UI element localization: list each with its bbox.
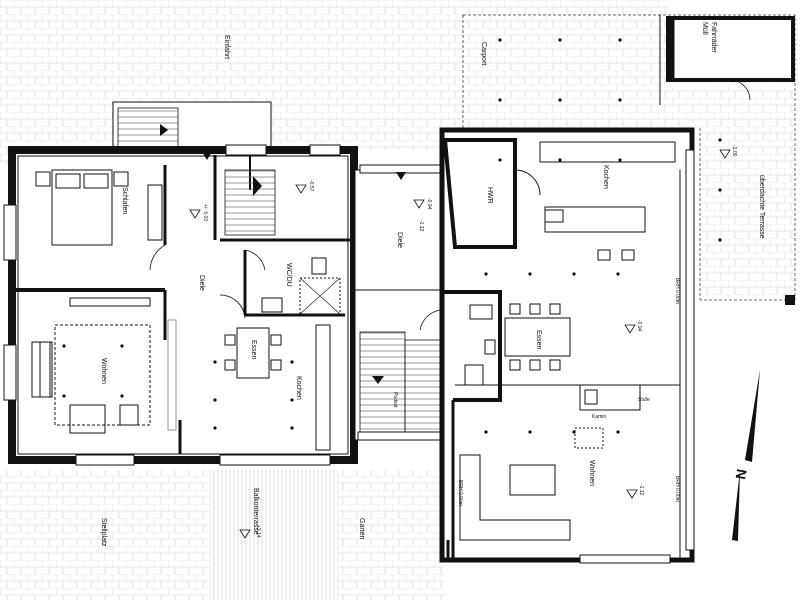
- room-label-diele-left: Diele: [198, 275, 205, 291]
- room-label-stufe: Stufe: [638, 397, 650, 403]
- ceiling-lights: [62, 38, 722, 434]
- label-garten: Garten: [358, 518, 365, 540]
- living-room-furniture: [31, 297, 177, 434]
- label-carport: Carport: [480, 42, 487, 65]
- left-building-walls: [3, 144, 358, 466]
- bike-shed: [659, 15, 795, 105]
- label-stellplatz: Stellplatz: [100, 518, 107, 547]
- level-label-d: -1.12: [418, 220, 424, 232]
- dining-table-right: [464, 303, 571, 386]
- label-terrasse: überdachte Terrasse: [758, 175, 765, 239]
- carport-outline: [462, 14, 796, 301]
- interior-stairs-left: [224, 169, 276, 236]
- room-label-diele-mid: Diele: [396, 232, 403, 248]
- room-label-wohnen-right: Wohnen: [588, 460, 595, 486]
- level-label-e: -0.94: [636, 320, 642, 332]
- label-fahrrader: Fahrräder: [710, 22, 717, 53]
- room-label-wohnen-left: Wohnen: [100, 358, 107, 384]
- dining-table-left: [224, 327, 282, 379]
- note-brh-3: BRH 0.00m: [457, 480, 463, 506]
- note-podest: Podest: [392, 392, 398, 408]
- label-mull: Müll: [701, 22, 708, 35]
- middle-connector: [354, 164, 446, 441]
- living-room-sofa-right: [459, 427, 604, 541]
- level-label-f: -1.12: [638, 484, 644, 496]
- level-label-b: -0.57: [308, 180, 314, 192]
- level-label-c: -0.94: [426, 198, 432, 210]
- room-label-essen-left: Essen: [250, 340, 257, 360]
- bed: [35, 169, 129, 246]
- note-brh-2: BRH 0.00m: [674, 476, 680, 502]
- room-label-wc-du: WC/DU: [285, 263, 292, 287]
- note-brh-1: BRH 0.00m: [674, 278, 680, 304]
- wardrobe: [147, 184, 163, 241]
- north-arrow: N: [732, 370, 760, 541]
- label-balkon: Balkonterrasse: [252, 488, 259, 535]
- bathroom-fixtures: [261, 257, 341, 315]
- kitchen-right: [514, 141, 676, 261]
- room-label-essen-right: Essen: [535, 330, 542, 350]
- door-swings-left: [149, 244, 266, 319]
- kitchen-counter-left: [315, 324, 331, 451]
- level-label-g: -1.00: [731, 145, 737, 157]
- north-arrow-label: N: [732, 468, 750, 481]
- room-label-kochen-right: Kochen: [602, 165, 609, 189]
- room-label-kamin: Kamin: [592, 414, 606, 420]
- entry-stairs: [117, 107, 179, 153]
- room-label-schlafen: Schlafen: [121, 187, 128, 214]
- room-label-kochen-left: Kochen: [295, 376, 302, 400]
- level-label-a: +/- 0.00: [202, 204, 208, 221]
- right-building-walls: [439, 127, 795, 564]
- label-einfahrt: Einfahrt: [223, 35, 230, 59]
- level-markers: [189, 149, 731, 539]
- level-label-h: +3.14: [255, 525, 261, 538]
- room-label-hwr: HWR: [486, 187, 493, 204]
